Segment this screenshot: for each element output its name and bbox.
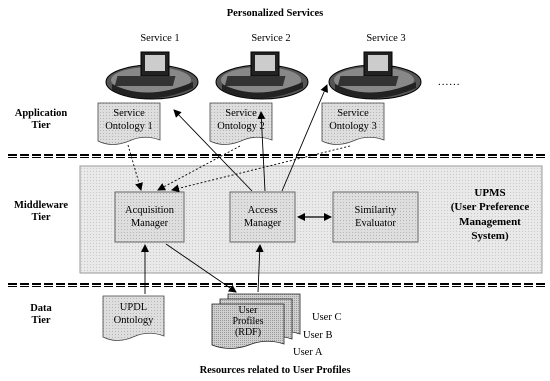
flow-arrows bbox=[127, 84, 351, 294]
user-c-label: User C bbox=[312, 312, 342, 323]
access-manager-box bbox=[229, 191, 296, 243]
service-ontology-3-label: Service Ontology 3 bbox=[322, 108, 384, 133]
upms-line: System) bbox=[471, 229, 509, 242]
updl-ontology-label: UPDL Ontology bbox=[103, 302, 164, 327]
upms-line: Management bbox=[459, 215, 521, 228]
access-manager-label: Access Manager bbox=[230, 205, 295, 230]
profiles-line: User bbox=[238, 305, 258, 316]
upms-label: UPMS (User Preference Management System) bbox=[440, 186, 540, 243]
diagram-title-bottom: Resources related to User Profiles bbox=[199, 365, 351, 376]
service-ontology-2-doc bbox=[209, 102, 273, 145]
tier-label-line: Data bbox=[30, 303, 52, 314]
service-ontology-1-doc bbox=[97, 102, 161, 145]
box-line: Access bbox=[247, 205, 278, 216]
user-b-label: User B bbox=[303, 330, 333, 341]
profiles-line: (RDF) bbox=[234, 327, 262, 338]
ontology-line: Ontology 3 bbox=[329, 120, 377, 132]
service-ontology-3-doc bbox=[321, 102, 385, 145]
updl-ontology-doc bbox=[102, 295, 165, 341]
tier-label-line: Application bbox=[14, 108, 68, 119]
diagram-title-top: Personalized Services bbox=[226, 8, 324, 19]
updl-line: Ontology bbox=[113, 314, 154, 326]
service-1-label: Service 1 bbox=[140, 33, 180, 44]
acquisition-manager-label: Acquisition Manager bbox=[115, 205, 184, 230]
service-2-label: Service 2 bbox=[251, 33, 291, 44]
profiles-line: Profiles bbox=[232, 316, 264, 327]
box-line: Evaluator bbox=[355, 217, 396, 229]
service-3-label: Service 3 bbox=[366, 33, 406, 44]
tier-label-line: Tier bbox=[31, 315, 51, 327]
box-line: Manager bbox=[130, 217, 169, 229]
upms-line: UPMS bbox=[474, 187, 506, 199]
ontology-line: Service bbox=[113, 108, 145, 119]
tier-label-data: Data Tier bbox=[6, 303, 76, 327]
upms-line: (User Preference bbox=[450, 201, 530, 214]
tier-label-line: Middleware bbox=[13, 200, 69, 211]
ontology-line: Ontology 1 bbox=[105, 120, 153, 132]
ontology-line: Service bbox=[225, 108, 257, 119]
computer-icon bbox=[328, 51, 422, 100]
computer-icons bbox=[105, 51, 422, 100]
computer-icon bbox=[105, 51, 199, 100]
tier-separators bbox=[8, 154, 545, 287]
tier-label-line: Tier bbox=[31, 212, 51, 224]
box-line: Similarity bbox=[354, 205, 397, 216]
similarity-evaluator-box bbox=[332, 191, 419, 243]
similarity-evaluator-label: Similarity Evaluator bbox=[333, 205, 418, 230]
box-line: Manager bbox=[243, 217, 282, 229]
service-ontology-1-label: Service Ontology 1 bbox=[98, 108, 160, 133]
ontology-line: Ontology 2 bbox=[217, 120, 265, 132]
user-profiles-stack bbox=[211, 293, 301, 349]
user-a-label: User A bbox=[293, 347, 323, 358]
computer-icon bbox=[215, 51, 309, 100]
box-line: Acquisition bbox=[125, 205, 174, 216]
service-ontology-2-label: Service Ontology 2 bbox=[210, 108, 272, 133]
tier-label-middleware: Middleware Tier bbox=[6, 200, 76, 224]
updl-line: UPDL bbox=[119, 302, 148, 313]
more-services-ellipsis: ...... bbox=[438, 76, 461, 88]
user-profiles-label: User Profiles (RDF) bbox=[212, 305, 284, 338]
tier-label-line: Tier bbox=[31, 120, 51, 132]
ontology-line: Service bbox=[337, 108, 369, 119]
ontology-docs bbox=[97, 102, 385, 145]
acquisition-manager-box bbox=[114, 191, 185, 243]
tier-label-application: Application Tier bbox=[6, 108, 76, 132]
